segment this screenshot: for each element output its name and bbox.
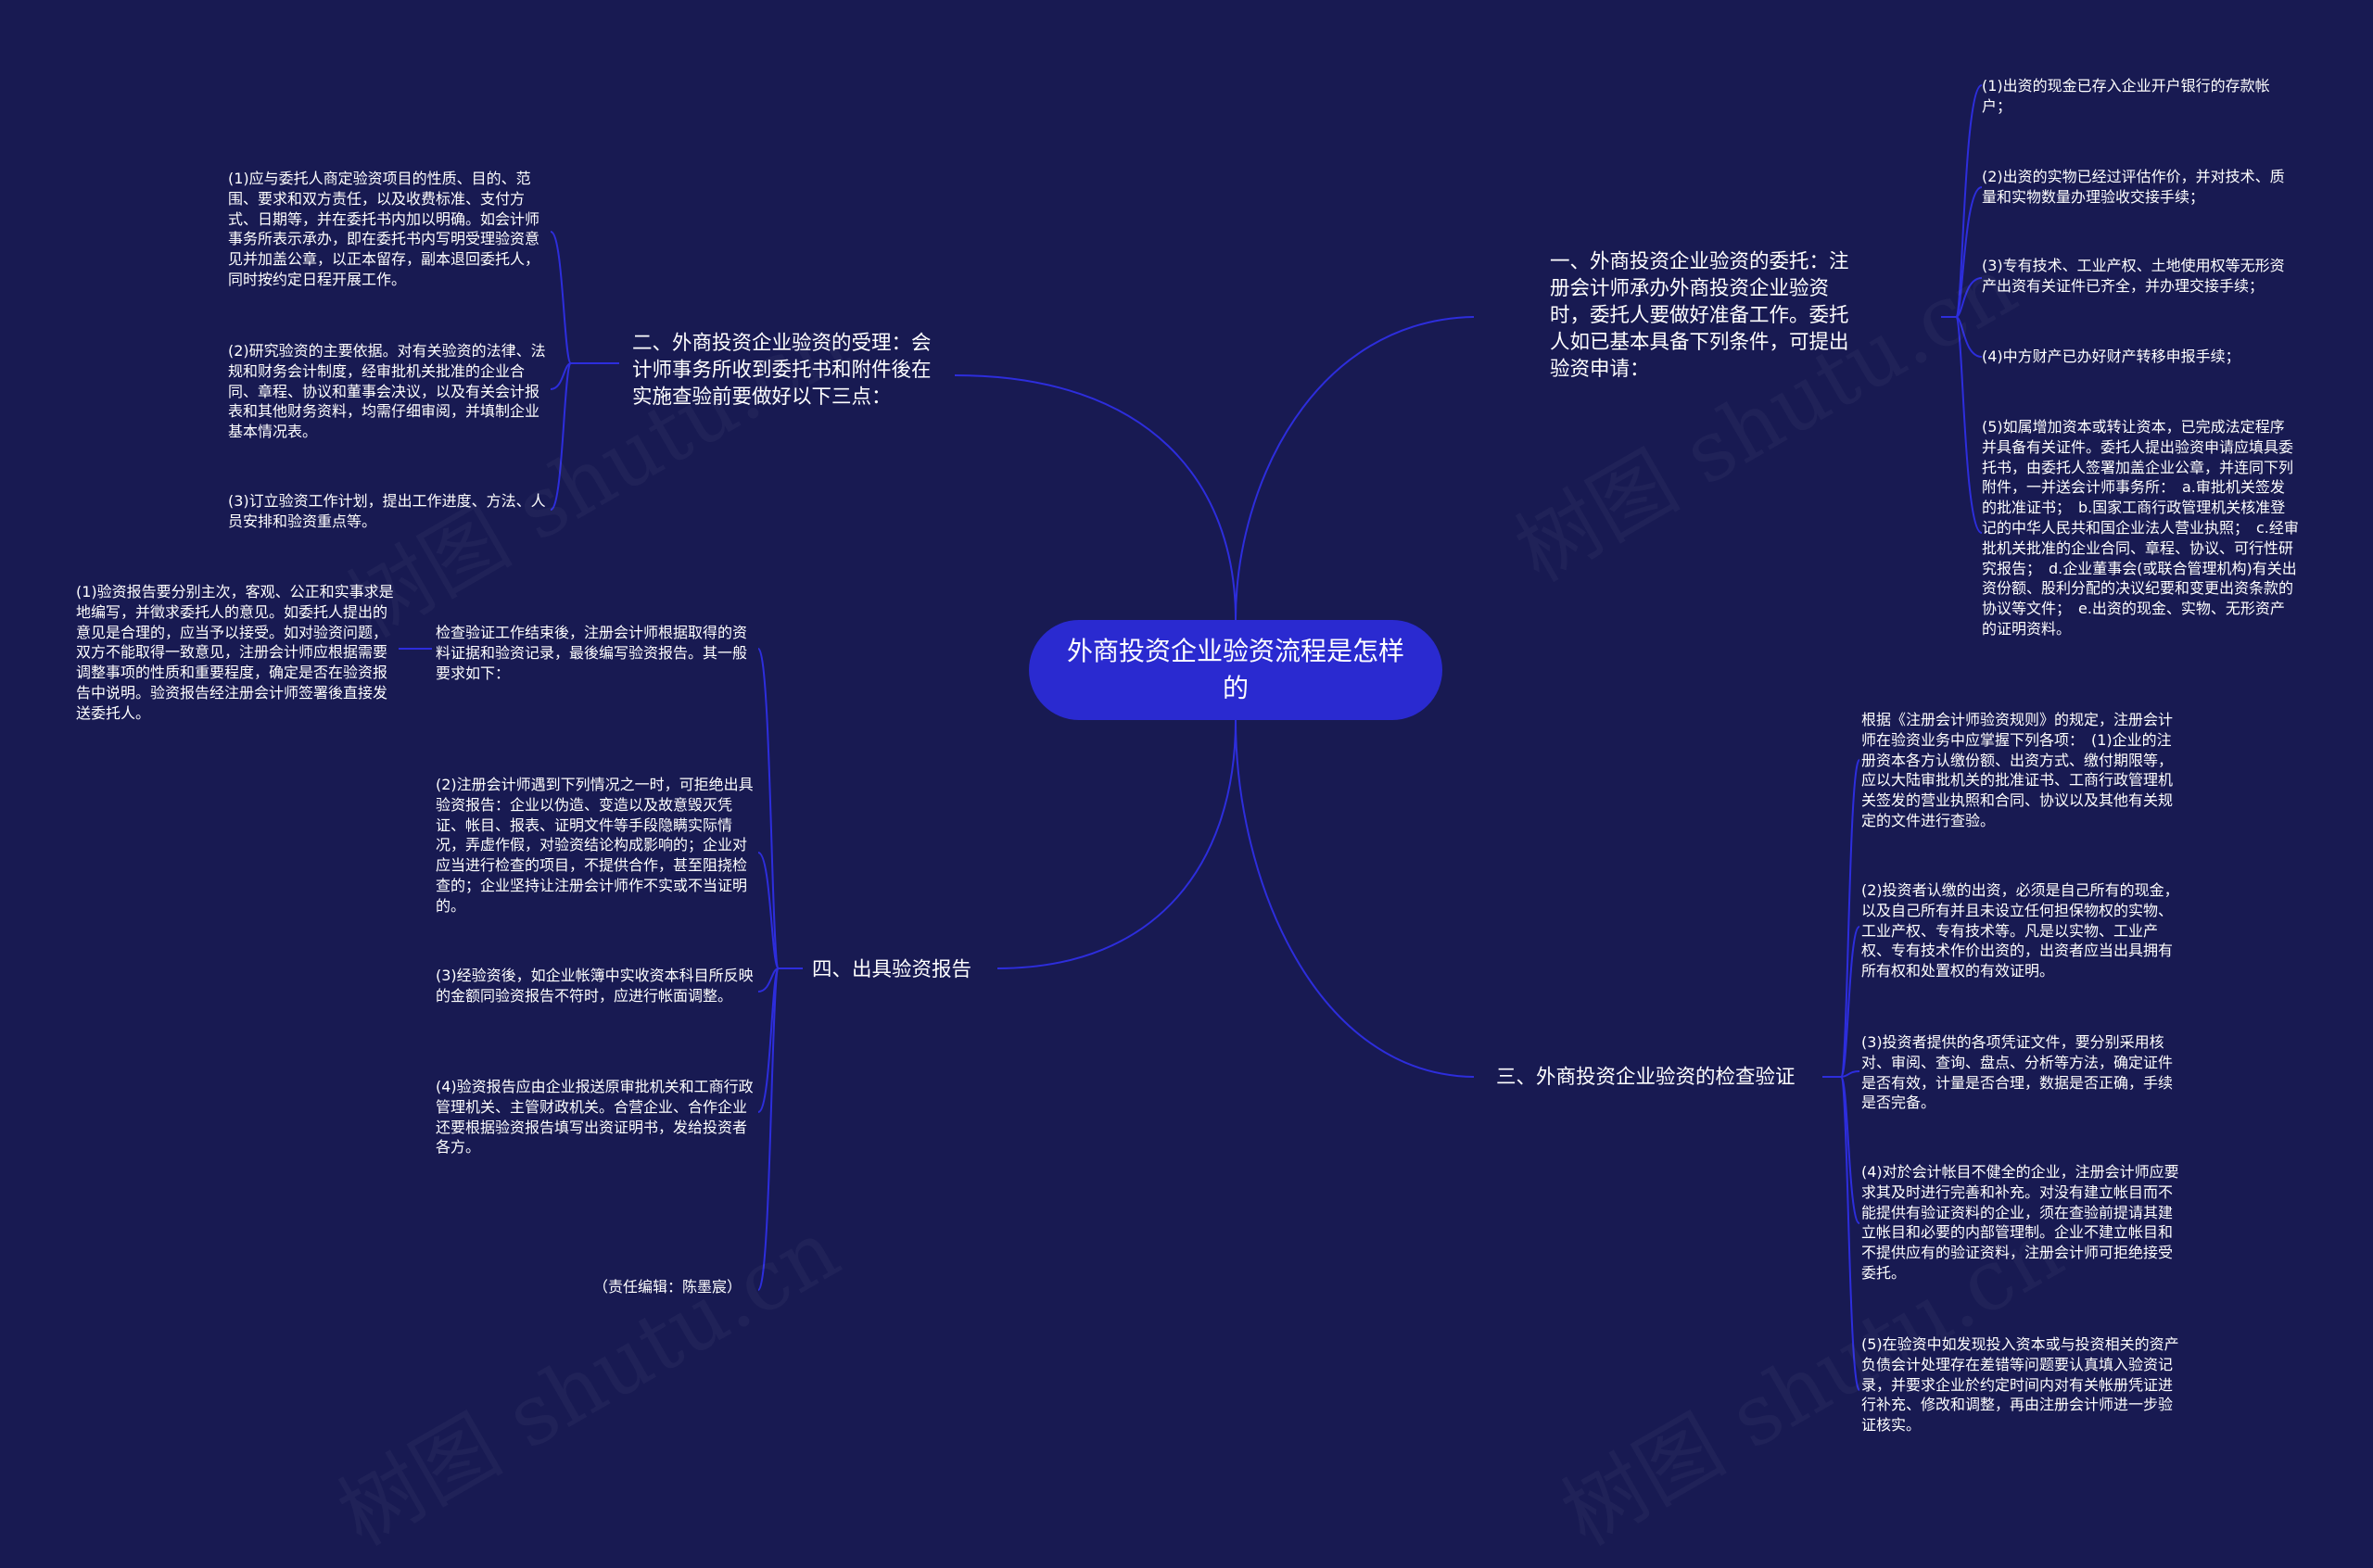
branch-3-leaf-5[interactable]: (5)在验资中如发现投入资本或与投资相关的资产负债会计处理存在差错等问题要认真填… bbox=[1861, 1335, 2179, 1435]
branch-2-leaf-2[interactable]: (2)研究验资的主要依据。对有关验资的法律、法规和财务会计制度，经审批机关批准的… bbox=[228, 342, 546, 441]
branch-4-grandchild-1[interactable]: (1)验资报告要分别主次，客观、公正和实事求是地编写，并徵求委托人的意见。如委托… bbox=[76, 583, 394, 722]
connector-root-branch-1 bbox=[1235, 316, 1475, 621]
branch-4-leaf-3[interactable]: (3)经验资後，如企业帐簿中实收资本科目所反映的金额同验资报告不符时，应进行帐面… bbox=[436, 967, 754, 1005]
branch-1-leaf-3[interactable]: (3)专有技术、工业产权、土地使用权等无形资产出资有关证件已齐全，并办理交接手续… bbox=[1982, 257, 2285, 295]
connector-branch-4-leaf-5 bbox=[757, 967, 780, 1291]
branch-3-leaf-4[interactable]: (4)对於会计帐目不健全的企业，注册会计师应要求其及时进行完善和补充。对没有建立… bbox=[1861, 1163, 2179, 1282]
branch-3-leaf-1[interactable]: 根据《注册会计师验资规则》的规定，注册会计师在验资业务中应掌握下列各项： (1)… bbox=[1861, 711, 2174, 829]
connector-branch-1-leaf-1 bbox=[1955, 84, 1983, 318]
branch-4-leaf-2[interactable]: (2)注册会计师遇到下列情况之一时，可拒绝出具验资报告：企业以伪造、变造以及故意… bbox=[436, 776, 754, 915]
connector-branch-3-leaf-1 bbox=[1840, 759, 1860, 1078]
branch-2-topic[interactable]: 二、外商投资企业验资的受理：会计师事务所收到委托书和附件後在实施查验前要做好以下… bbox=[632, 332, 932, 409]
branch-1-leaf-1[interactable]: (1)出资的现金已存入企业开户银行的存款帐户； bbox=[1982, 77, 2270, 115]
connector-branch-3-leaf-3 bbox=[1840, 1070, 1860, 1078]
root-topic[interactable]: 外商投资企业验资流程是怎样的 bbox=[1029, 620, 1442, 720]
connector-branch-2-leaf-1 bbox=[550, 231, 572, 364]
connector-branch-1-leaf-3 bbox=[1955, 277, 1983, 318]
connector-root-branch-3 bbox=[1235, 719, 1475, 1078]
branch-1-leaf-2[interactable]: (2)出资的实物已经过评估作价，并对技术、质量和实物数量办理验收交接手续； bbox=[1982, 168, 2285, 206]
branch-1-leaf-5[interactable]: (5)如属增加资本或转让资本，已完成法定程序并具备有关证件。委托人提出验资申请应… bbox=[1982, 418, 2299, 638]
connector-lines bbox=[399, 84, 1983, 1391]
connector-root-branch-2 bbox=[954, 374, 1237, 621]
connector-branch-4-leaf-4 bbox=[757, 967, 780, 1113]
mind-map-canvas: 树图 shutu.cn 树图 shutu.cn 树图 shutu.cn 树图 s… bbox=[76, 77, 2299, 1435]
branch-4-editor-note: （责任编辑：陈墨宸） bbox=[593, 1278, 742, 1296]
connector-branch-1-leaf-2 bbox=[1955, 186, 1983, 318]
branch-4-leaf-1[interactable]: 检查验证工作结束後，注册会计师根据取得的资料证据和验资记录，最後编写验资报告。其… bbox=[436, 624, 748, 682]
connector-branch-3-leaf-2 bbox=[1840, 926, 1860, 1078]
branch-1-leaf-4[interactable]: (4)中方财产已办好财产转移申报手续； bbox=[1982, 348, 2240, 365]
branch-4-topic[interactable]: 四、出具验资报告 bbox=[812, 958, 972, 981]
connector-branch-4-leaf-1 bbox=[757, 648, 780, 969]
connector-root-branch-4 bbox=[996, 719, 1237, 969]
connector-branch-3-leaf-5 bbox=[1840, 1076, 1860, 1391]
connector-branch-2-leaf-3 bbox=[550, 362, 572, 511]
branch-2-leaf-3[interactable]: (3)订立验资工作计划，提出工作进度、方法、人员安排和验资重点等。 bbox=[228, 492, 546, 530]
connector-branch-1-leaf-4 bbox=[1955, 316, 1983, 358]
branch-3-leaf-3[interactable]: (3)投资者提供的各项凭证文件，要分别采用核对、审阅、查询、盘点、分析等方法，确… bbox=[1861, 1033, 2174, 1112]
branch-1-topic[interactable]: 一、外商投资企业验资的委托：注册会计师承办外商投资企业验资时，委托人要做好准备工… bbox=[1550, 250, 1849, 381]
root-topic-label: 外商投资企业验资流程是怎样的 bbox=[1066, 636, 1404, 703]
branch-3-leaf-2[interactable]: (2)投资者认缴的出资，必须是自己所有的现金，以及自己所有并且未设立任何担保物权… bbox=[1861, 881, 2179, 980]
connector-branch-1-leaf-5 bbox=[1955, 316, 1983, 534]
branch-3-topic[interactable]: 三、外商投资企业验资的检查验证 bbox=[1496, 1066, 1796, 1089]
branch-4-leaf-4[interactable]: (4)验资报告应由企业报送原审批机关和工商行政管理机关、主管财政机关。合营企业、… bbox=[436, 1078, 754, 1157]
connector-branch-4-leaf-2 bbox=[757, 852, 780, 969]
branch-2-leaf-1[interactable]: (1)应与委托人商定验资项目的性质、目的、范围、要求和双方责任，以及收费标准、支… bbox=[228, 170, 540, 288]
